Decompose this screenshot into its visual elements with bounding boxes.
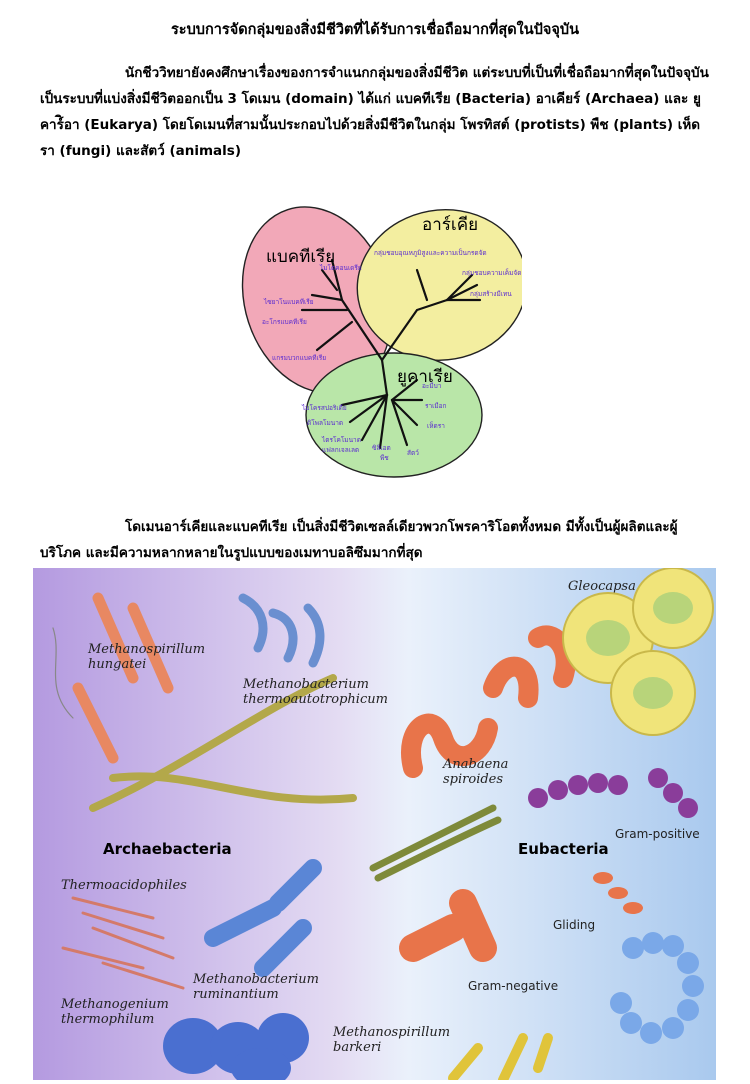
label-methanobacterium-rumin-1: Methanobacterium: [192, 972, 319, 987]
gram-positive-cells: [528, 768, 698, 818]
label-methanogenium-1: Methanogenium: [60, 997, 169, 1012]
label-methanogenium-2: thermophilum: [61, 1012, 154, 1027]
branch-label: ไมโตคอนเดรีย: [319, 264, 362, 272]
branch-label: แกรมบวกแบคทีเรีย: [272, 354, 326, 362]
filament-cells: [89, 674, 357, 812]
archaebacteria-heading: Archaebacteria: [103, 840, 232, 858]
branch-label: พืช: [380, 454, 389, 462]
label-gliding: Gliding: [553, 918, 595, 932]
intro-paragraph: นักชีววิทยายังคงศึกษาเรื่องของการจำแนกกล…: [40, 64, 709, 159]
bacteria-illustration: Methanospirillum hungatei Methanobacteri…: [33, 567, 716, 1084]
eukarya-domain-label: ยูคาเรีย: [397, 367, 453, 387]
phylogenetic-tree-figure: แบคทีเรีย อาร์เคีย ยูคาเรีย ไมโตคอนเดรีย…: [222, 200, 528, 490]
label-methanospirillum-barkeri-1: Methanospirillum: [332, 1025, 450, 1040]
branch-label: ซิลิเอต: [372, 444, 391, 452]
label-methanospirillum-barkeri-2: barkeri: [333, 1040, 381, 1055]
methanobacterium-ruminantium-cells: [204, 859, 322, 977]
filament-cells-right: [369, 804, 502, 882]
gram-negative-cells: [399, 889, 497, 962]
branch-label: เห็ดรา: [427, 421, 445, 430]
branch-label: ราเมือก: [425, 402, 447, 410]
label-methanobacterium-rumin-2: ruminantium: [193, 987, 279, 1002]
label-gleocapsa: Gleocapsa: [568, 579, 636, 594]
branch-label: ไมโครสปอริเดีย: [301, 404, 347, 412]
domains-paragraph: โดเมนอาร์เคียและแบคทีเรีย เป็นสิ่งมีชีวิ…: [40, 518, 678, 561]
label-methanospirillum-hungatei-2: hungatei: [88, 657, 146, 672]
thermoacidophile-cells: [61, 896, 185, 990]
yellow-cells: [448, 1033, 553, 1084]
branch-label: ไตรโคโมนาด: [321, 436, 361, 444]
chain-cells: [610, 932, 704, 1044]
branch-label: กลุ่มชอบอุณหภูมิสูงและความเป็นกรดจัด: [374, 248, 487, 257]
bacteria-domain-label: แบคทีเรีย: [266, 247, 335, 267]
methanospirillum-hungatei-cells: [52, 592, 174, 764]
branch-label: ไซยาโนแบคทีเรีย: [263, 298, 314, 306]
branch-label: สัตว์: [407, 449, 419, 457]
branch-label: ดิโพลโมนาด: [307, 419, 343, 427]
branch-label: กลุ่มสร้างมีเทน: [470, 290, 512, 298]
label-methanospirillum-hungatei-1: Methanospirillum: [87, 642, 205, 657]
label-anabaena-2: spiroides: [443, 772, 503, 787]
archaea-domain-label: อาร์เคีย: [422, 215, 478, 235]
methanobacterium-thermo-cells: [238, 593, 325, 668]
eubacteria-heading: Eubacteria: [518, 840, 609, 858]
gleocapsa-cells: [562, 567, 714, 736]
tree-branches: [300, 258, 482, 450]
label-anabaena-1: Anabaena: [442, 757, 508, 772]
branch-label: อะโกรแบคทีเรีย: [262, 318, 307, 326]
label-methanobacterium-thermo-1: Methanobacterium: [242, 677, 369, 692]
label-gram-negative: Gram-negative: [468, 979, 558, 993]
eukarya-domain-blob: [305, 352, 483, 478]
branch-label: แฟลกเจลเลต: [322, 446, 359, 454]
branch-label: กลุ่มชอบความเค็มจัด: [462, 268, 521, 277]
label-gram-positive: Gram-positive: [615, 827, 700, 841]
gliding-cells: [593, 872, 643, 914]
label-thermoacidophiles: Thermoacidophiles: [61, 878, 187, 893]
methanogenium-cells: [163, 1013, 309, 1084]
label-methanobacterium-thermo-2: thermoautotrophicum: [243, 692, 388, 707]
anabaena-cells: [401, 625, 576, 778]
page-title: ระบบการจัดกลุ่มของสิ่งมีชีวิตที่ได้รับกา…: [171, 22, 579, 38]
branch-label: อะมีบา: [422, 382, 442, 390]
